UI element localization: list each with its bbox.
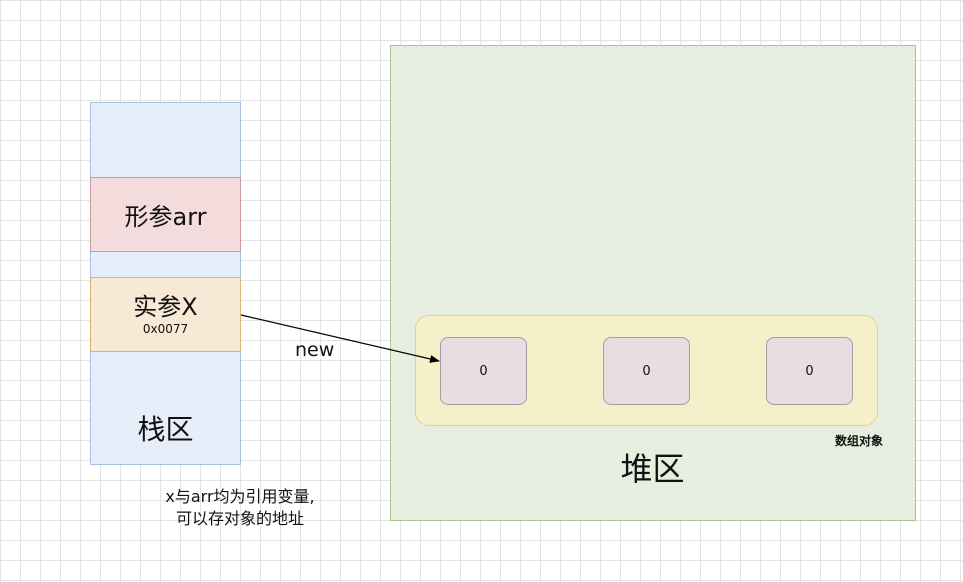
argument-x-block[interactable]: 实参X 0x0077 — [90, 277, 241, 352]
array-cell-value: 0 — [642, 363, 651, 379]
heap-region[interactable] — [390, 45, 916, 521]
array-cell-value: 0 — [479, 363, 488, 379]
array-cell[interactable]: 0 — [603, 337, 690, 405]
parameter-arr-block[interactable]: 形参arr — [90, 177, 241, 252]
array-cell-value: 0 — [805, 363, 814, 379]
heap-region-label: 堆区 — [620, 450, 685, 488]
note-line-2: 可以存对象的地址 — [175, 509, 304, 528]
new-keyword-label: new — [295, 339, 335, 361]
argument-x-label: 实参X — [133, 293, 198, 321]
array-cell[interactable]: 0 — [440, 337, 527, 405]
array-object-label: 数组对象 — [835, 434, 884, 448]
array-cell[interactable]: 0 — [766, 337, 853, 405]
argument-x-address: 0x0077 — [142, 322, 189, 336]
note-line-1: x与arr均为引用变量, — [165, 487, 315, 506]
parameter-arr-label: 形参arr — [124, 203, 207, 231]
explanation-note: x与arr均为引用变量, 可以存对象的地址 — [140, 486, 340, 530]
stack-region-label: 栈区 — [137, 413, 194, 446]
